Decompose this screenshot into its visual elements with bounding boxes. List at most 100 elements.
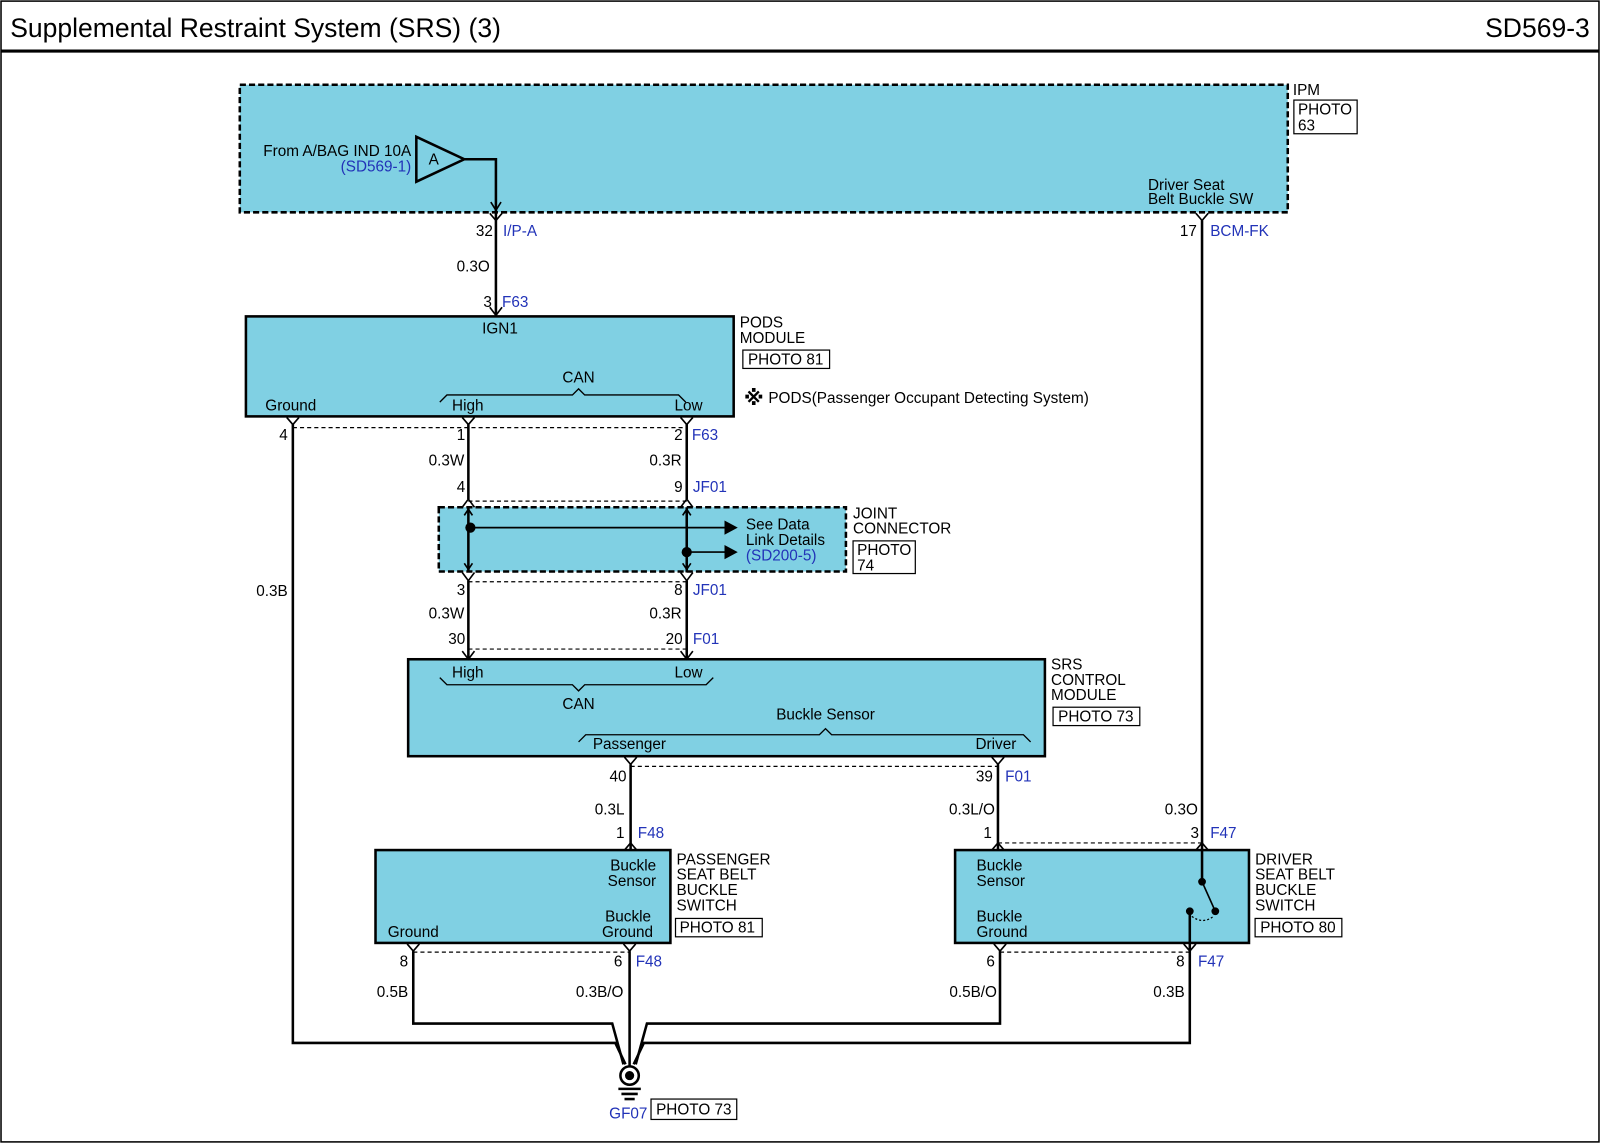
wire-passenger-ground <box>411 951 625 1065</box>
srs-name-line3: MODULE <box>1051 687 1116 704</box>
pin-number: 39 <box>976 769 993 786</box>
connector-code: JF01 <box>693 479 727 496</box>
pin-marker <box>1183 943 1197 953</box>
passenger-buckle-ground-line1: Buckle <box>605 909 651 926</box>
ground-point: GF07 PHOTO 73 <box>609 1065 738 1122</box>
passenger-switch-name-line1: PASSENGER <box>677 851 771 868</box>
joint-arrow-up-low <box>681 507 692 516</box>
pods-note-mark: ※ <box>744 386 764 410</box>
passenger-buckle-sensor-line1: Buckle <box>610 857 656 874</box>
pods-photo-box <box>742 349 831 370</box>
wire-ipm-internal-feed <box>464 157 498 221</box>
splice-dot-high <box>465 522 476 533</box>
passenger-ground-terminal: Ground <box>388 924 439 941</box>
connector-code: F01 <box>693 631 719 648</box>
pin-number: 2 <box>674 427 683 444</box>
wire-color-label: 0.3L <box>595 801 625 818</box>
srs-can-label: CAN <box>562 696 594 713</box>
pin-marker <box>461 497 476 508</box>
passenger-photo-box <box>674 917 763 938</box>
driver-buckle-ground-line1: Buckle <box>977 909 1023 926</box>
pin-number: 20 <box>666 631 683 648</box>
pin-number: 3 <box>457 582 466 599</box>
pin-number: 4 <box>457 479 466 496</box>
switch-contact-open <box>1211 907 1220 916</box>
srs-driver-terminal: Driver <box>976 736 1017 753</box>
pin-marker <box>461 650 476 661</box>
wire-color-label: 0.3R <box>649 605 681 622</box>
joint-name-line2: CONNECTOR <box>853 521 951 538</box>
pin-labels: 32 I/P-A 17 BCM-FK 0.3O 3 F63 4 1 2 F63 … <box>256 223 1269 1001</box>
pin-number: 17 <box>1180 223 1197 240</box>
pin-marker <box>679 650 694 661</box>
ipm-switch-input-line1: Driver Seat <box>1148 177 1225 194</box>
pods-can-brace <box>439 387 687 403</box>
pin-number: 8 <box>674 582 683 599</box>
wire-driver-buckle-ground <box>634 951 1002 1065</box>
joint-arrow-up-high <box>463 507 474 516</box>
link-note-line2: Link Details <box>746 532 825 549</box>
srs-control-module-component: SRS CONTROL MODULE PHOTO 73 High Low CAN… <box>406 656 1141 758</box>
connector-code: BCM-FK <box>1210 223 1269 240</box>
wire-color-label: 0.5B <box>377 984 408 1001</box>
pin-number: 32 <box>476 223 493 240</box>
srs-name-line1: SRS <box>1051 656 1082 673</box>
ground-photo: PHOTO 73 <box>656 1101 731 1118</box>
wire-color-label: 0.3B <box>1153 984 1184 1001</box>
connector-code: F01 <box>1005 769 1031 786</box>
pin-number: 40 <box>610 769 627 786</box>
driver-switch-name-line1: DRIVER <box>1255 851 1313 868</box>
passenger-switch-box <box>374 848 672 945</box>
driver-buckle-ground-line2: Ground <box>977 924 1028 941</box>
pin-marker <box>622 943 637 953</box>
srs-module-box <box>406 657 1047 758</box>
pin-marker <box>461 572 476 583</box>
data-link-arrow-high <box>724 520 738 535</box>
driver-buckle-switch-component: Buckle Sensor Buckle Ground DRIVER SEAT … <box>953 848 1343 945</box>
pods-module-box <box>244 315 735 418</box>
pin-marker <box>993 943 1007 953</box>
driver-switch-box <box>953 848 1251 945</box>
srs-can-brace <box>439 677 714 692</box>
ipm-component: IPM PHOTO 63 From A/BAG IND 10A (SD569-1… <box>238 82 1358 214</box>
connector-code: F48 <box>636 953 662 970</box>
srs-name-line2: CONTROL <box>1051 672 1126 689</box>
connector-code: F47 <box>1210 825 1236 842</box>
ipm-source-ref: (SD569-1) <box>341 159 412 176</box>
pin-marker <box>679 497 694 508</box>
pin-marker <box>489 212 503 222</box>
pin-number: 30 <box>448 631 465 648</box>
ground-center <box>625 1070 635 1081</box>
pods-ign-terminal: IGN1 <box>482 321 518 338</box>
pods-ground-terminal: Ground <box>265 397 316 414</box>
wire-color-label: 0.3W <box>429 452 465 469</box>
pin-number: 1 <box>616 825 625 842</box>
wire-color-label: 0.3W <box>429 605 465 622</box>
source-marker-letter: A <box>429 151 440 168</box>
wire-ipm-feed-arrow <box>490 201 502 212</box>
passenger-buckle-switch-component: Buckle Sensor Buckle Ground Ground PASSE… <box>374 848 771 945</box>
pin-marker <box>679 416 694 426</box>
wire-color-label: 0.3B/O <box>576 984 624 1001</box>
srs-photo-box <box>1052 706 1141 727</box>
pods-can-label: CAN <box>562 370 594 387</box>
ground-id: GF07 <box>609 1105 647 1122</box>
wire-color-label: 0.3L/O <box>949 801 995 818</box>
pin-number: 1 <box>983 825 992 842</box>
wire-color-label: 0.3O <box>1165 801 1198 818</box>
passenger-buckle-ground-line2: Ground <box>602 924 653 941</box>
joint-photo-line2: 74 <box>857 557 875 574</box>
passenger-photo: PHOTO 81 <box>680 920 755 937</box>
link-ref: (SD200-5) <box>746 547 817 564</box>
ipm-photo-line2: 63 <box>1298 118 1315 135</box>
driver-photo-box <box>1254 917 1343 938</box>
passenger-switch-name-line3: BUCKLE <box>677 882 738 899</box>
link-note-line1: See Data <box>746 517 810 534</box>
connector-code: F63 <box>692 427 718 444</box>
pin-number: 6 <box>986 953 995 970</box>
wire-driver-ground <box>632 911 1192 1065</box>
pin-number: 8 <box>400 953 409 970</box>
wire-color-label: 0.3R <box>649 452 681 469</box>
connector-code: I/P-A <box>503 223 538 240</box>
wire-color-label: 0.5B/O <box>949 984 997 1001</box>
